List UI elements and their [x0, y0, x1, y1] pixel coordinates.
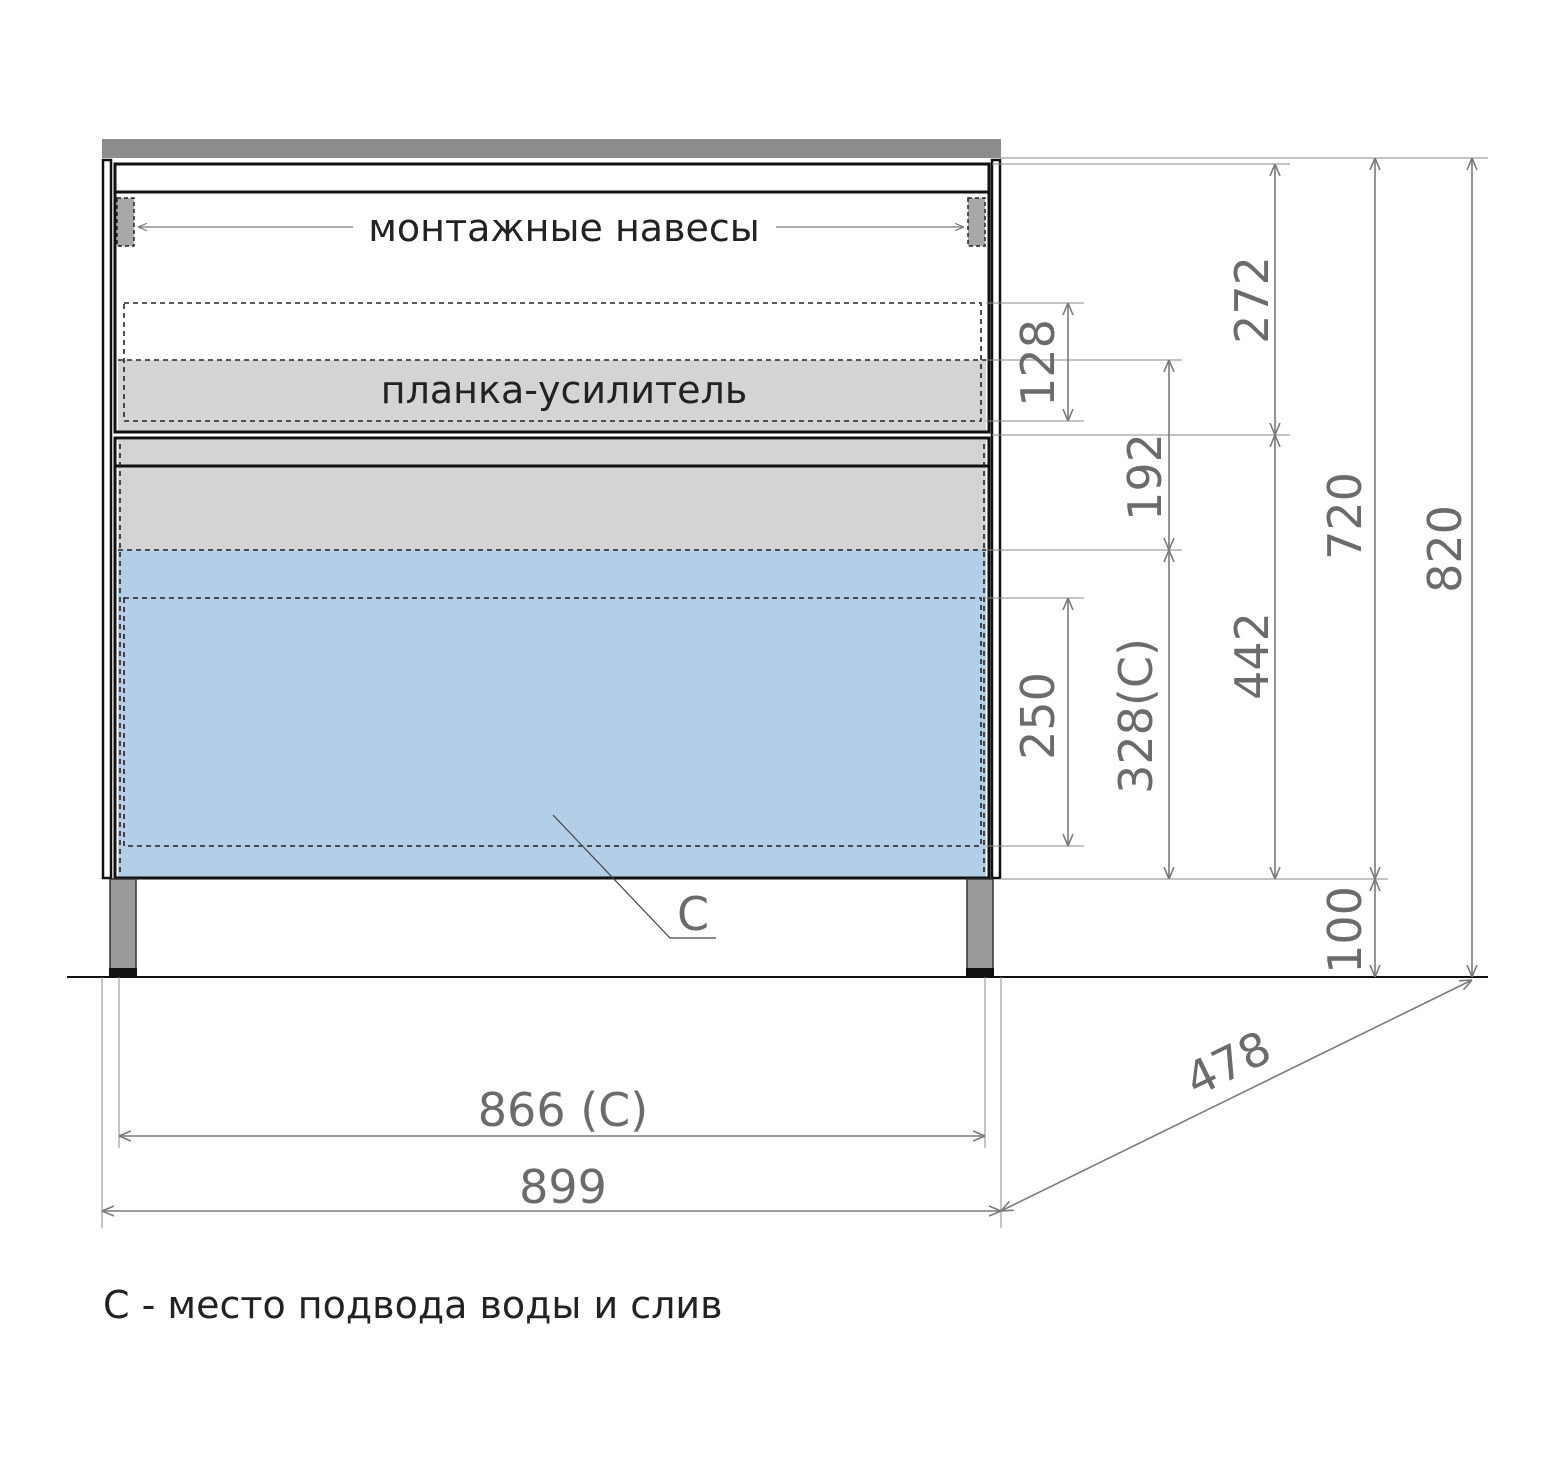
dim-text-100: 100 [1318, 886, 1372, 974]
dim-text-442: 442 [1225, 612, 1279, 700]
service-zone-c [118, 550, 986, 877]
reinforcement-strip-fill [118, 360, 986, 432]
hanger-right-icon [967, 197, 986, 247]
drawer-front-frame [113, 436, 991, 880]
worktop [102, 139, 1001, 158]
cabinet-side-right [990, 158, 1002, 880]
cabinet-side-left [101, 158, 113, 880]
dim-text-192: 192 [1118, 433, 1172, 521]
leg-left-foot [109, 968, 137, 976]
dim-text-899: 899 [519, 1160, 607, 1214]
leg-left [109, 878, 137, 972]
upper-section-frame [113, 162, 991, 434]
c-zone-dotted-outline [123, 597, 982, 847]
dim-line-478 [1001, 980, 1472, 1211]
drawer-top-fill [118, 440, 986, 550]
dim-text-328c: 328(C) [1109, 638, 1163, 794]
dim-text-820: 820 [1418, 505, 1472, 593]
hanger-left-icon [116, 197, 135, 247]
legend-text: C - место подвода воды и слив [103, 1283, 723, 1327]
dim-text-128: 128 [1011, 319, 1065, 407]
dim-text-478: 478 [1177, 1020, 1280, 1107]
dim-text-250: 250 [1011, 672, 1065, 760]
leg-right-foot [966, 968, 994, 976]
dim-text-866c: 866 (C) [478, 1083, 648, 1137]
dim-text-272: 272 [1225, 256, 1279, 344]
mounting-hangers-label: монтажные навесы [368, 206, 760, 250]
c-marker-label: C [677, 887, 709, 941]
strip-dotted-outline [123, 302, 982, 422]
c-leader-line [552, 814, 716, 939]
dim-text-720: 720 [1318, 472, 1372, 560]
reinforcement-strip-label: планка-усилитель [381, 368, 747, 412]
leg-right [966, 878, 994, 972]
